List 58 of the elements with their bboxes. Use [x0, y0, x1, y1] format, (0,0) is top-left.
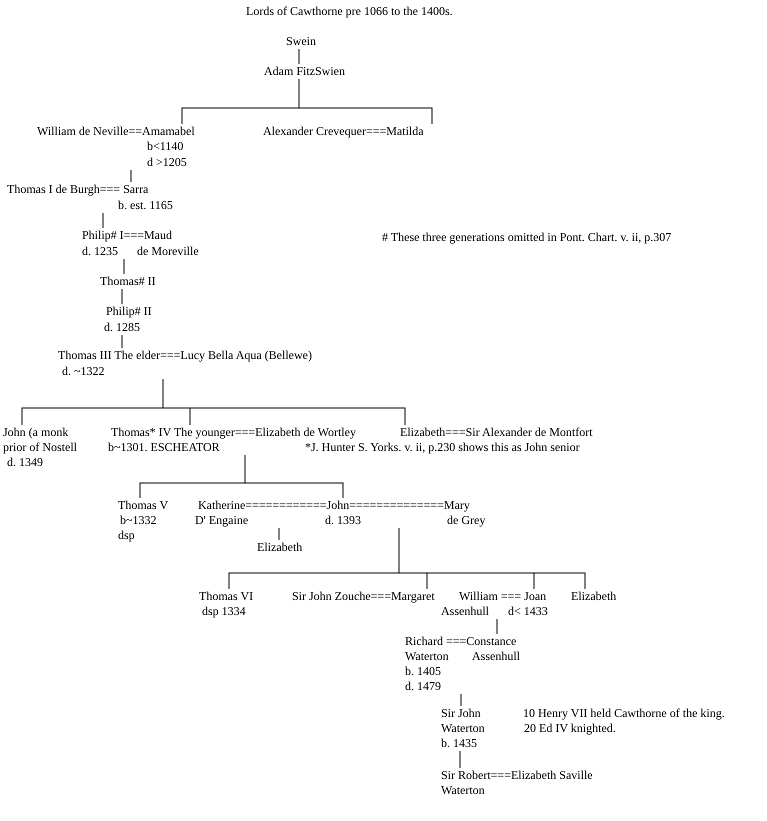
person-note: d. 1393 — [325, 513, 361, 528]
person-name: Philip# I===Maud — [82, 228, 172, 243]
person-note: Waterton — [405, 649, 449, 664]
person-note: dsp 1334 — [202, 604, 246, 619]
person-note: b<1140 — [147, 139, 184, 154]
lineage-line — [298, 78, 432, 124]
person-note: D' Engaine — [195, 513, 248, 528]
person-note: d >1205 — [147, 155, 187, 170]
note-text: 20 Ed IV knighted. — [524, 721, 616, 736]
person-name: Sir John Zouche===Margaret — [292, 589, 435, 604]
person-note: Assenhull — [441, 604, 489, 619]
person-name: Sir Robert===Elizabeth Saville — [441, 768, 593, 783]
person-name: Alexander Crevequer===Matilda — [263, 124, 424, 139]
person-name: Philip# II — [106, 304, 152, 319]
lineage-line — [460, 694, 462, 706]
person-name: Elizabeth===Sir Alexander de Montfort — [400, 425, 593, 440]
person-name: Elizabeth — [257, 540, 302, 555]
person-name: Thomas# II — [100, 274, 156, 289]
person-note: Waterton — [441, 783, 485, 798]
person-note: dsp — [118, 528, 135, 543]
person-note: d. ~1322 — [62, 364, 104, 379]
person-name: Thomas V — [118, 498, 168, 513]
person-note: d< 1433 — [508, 604, 548, 619]
person-note: de Moreville — [137, 244, 199, 259]
person-note: d. 1349 — [7, 455, 43, 470]
lineage-line — [102, 212, 104, 228]
person-note: d. 1479 — [405, 679, 441, 694]
person-name: Thomas VI — [199, 589, 254, 604]
note-text: *J. Hunter S. Yorks. v. ii, p.230 shows this as John senior — [305, 440, 580, 455]
person-name: Elizabeth — [571, 589, 616, 604]
person-name: William de Neville==Amamabel — [37, 124, 195, 139]
person-name: Thomas I de Burgh=== Sarra — [7, 182, 148, 197]
note-text: # These three generations omitted in Pont. Chart. v. ii, p.307 — [382, 230, 672, 245]
person-name: Richard ===Constance — [405, 634, 516, 649]
person-note: d. 1235 — [82, 244, 118, 259]
person-note: b. 1435 — [441, 736, 477, 751]
person-name: Thomas III The elder===Lucy Bella Aqua (Bellewe) — [58, 348, 312, 363]
person-note: b. 1405 — [405, 664, 441, 679]
person-name: Swein — [286, 34, 316, 49]
lineage-line — [244, 454, 344, 498]
lineage-line — [278, 528, 280, 540]
lineage-line — [130, 170, 132, 182]
person-name: Katherine============John==============Mary — [198, 498, 470, 513]
person-name: Adam FitzSwien — [264, 64, 345, 79]
lineage-line — [298, 48, 300, 64]
chart-title: Lords of Cawthorne pre 1066 to the 1400s. — [246, 4, 453, 19]
person-note: d. 1285 — [104, 320, 140, 335]
person-name: Thomas* IV The younger===Elizabeth de Wortley — [111, 425, 356, 440]
person-note: de Grey — [447, 513, 486, 528]
person-note: b~1332 — [120, 513, 156, 528]
lineage-line — [496, 618, 498, 634]
person-note: Assenhull — [472, 649, 520, 664]
person-name: William === Joan — [459, 589, 546, 604]
person-note: b~1301. ESCHEATOR — [108, 440, 220, 455]
note-text: 10 Henry VII held Cawthorne of the king. — [523, 706, 725, 721]
lineage-line — [162, 378, 406, 426]
lineage-line — [398, 528, 586, 590]
person-note: b. est. 1165 — [118, 198, 173, 213]
